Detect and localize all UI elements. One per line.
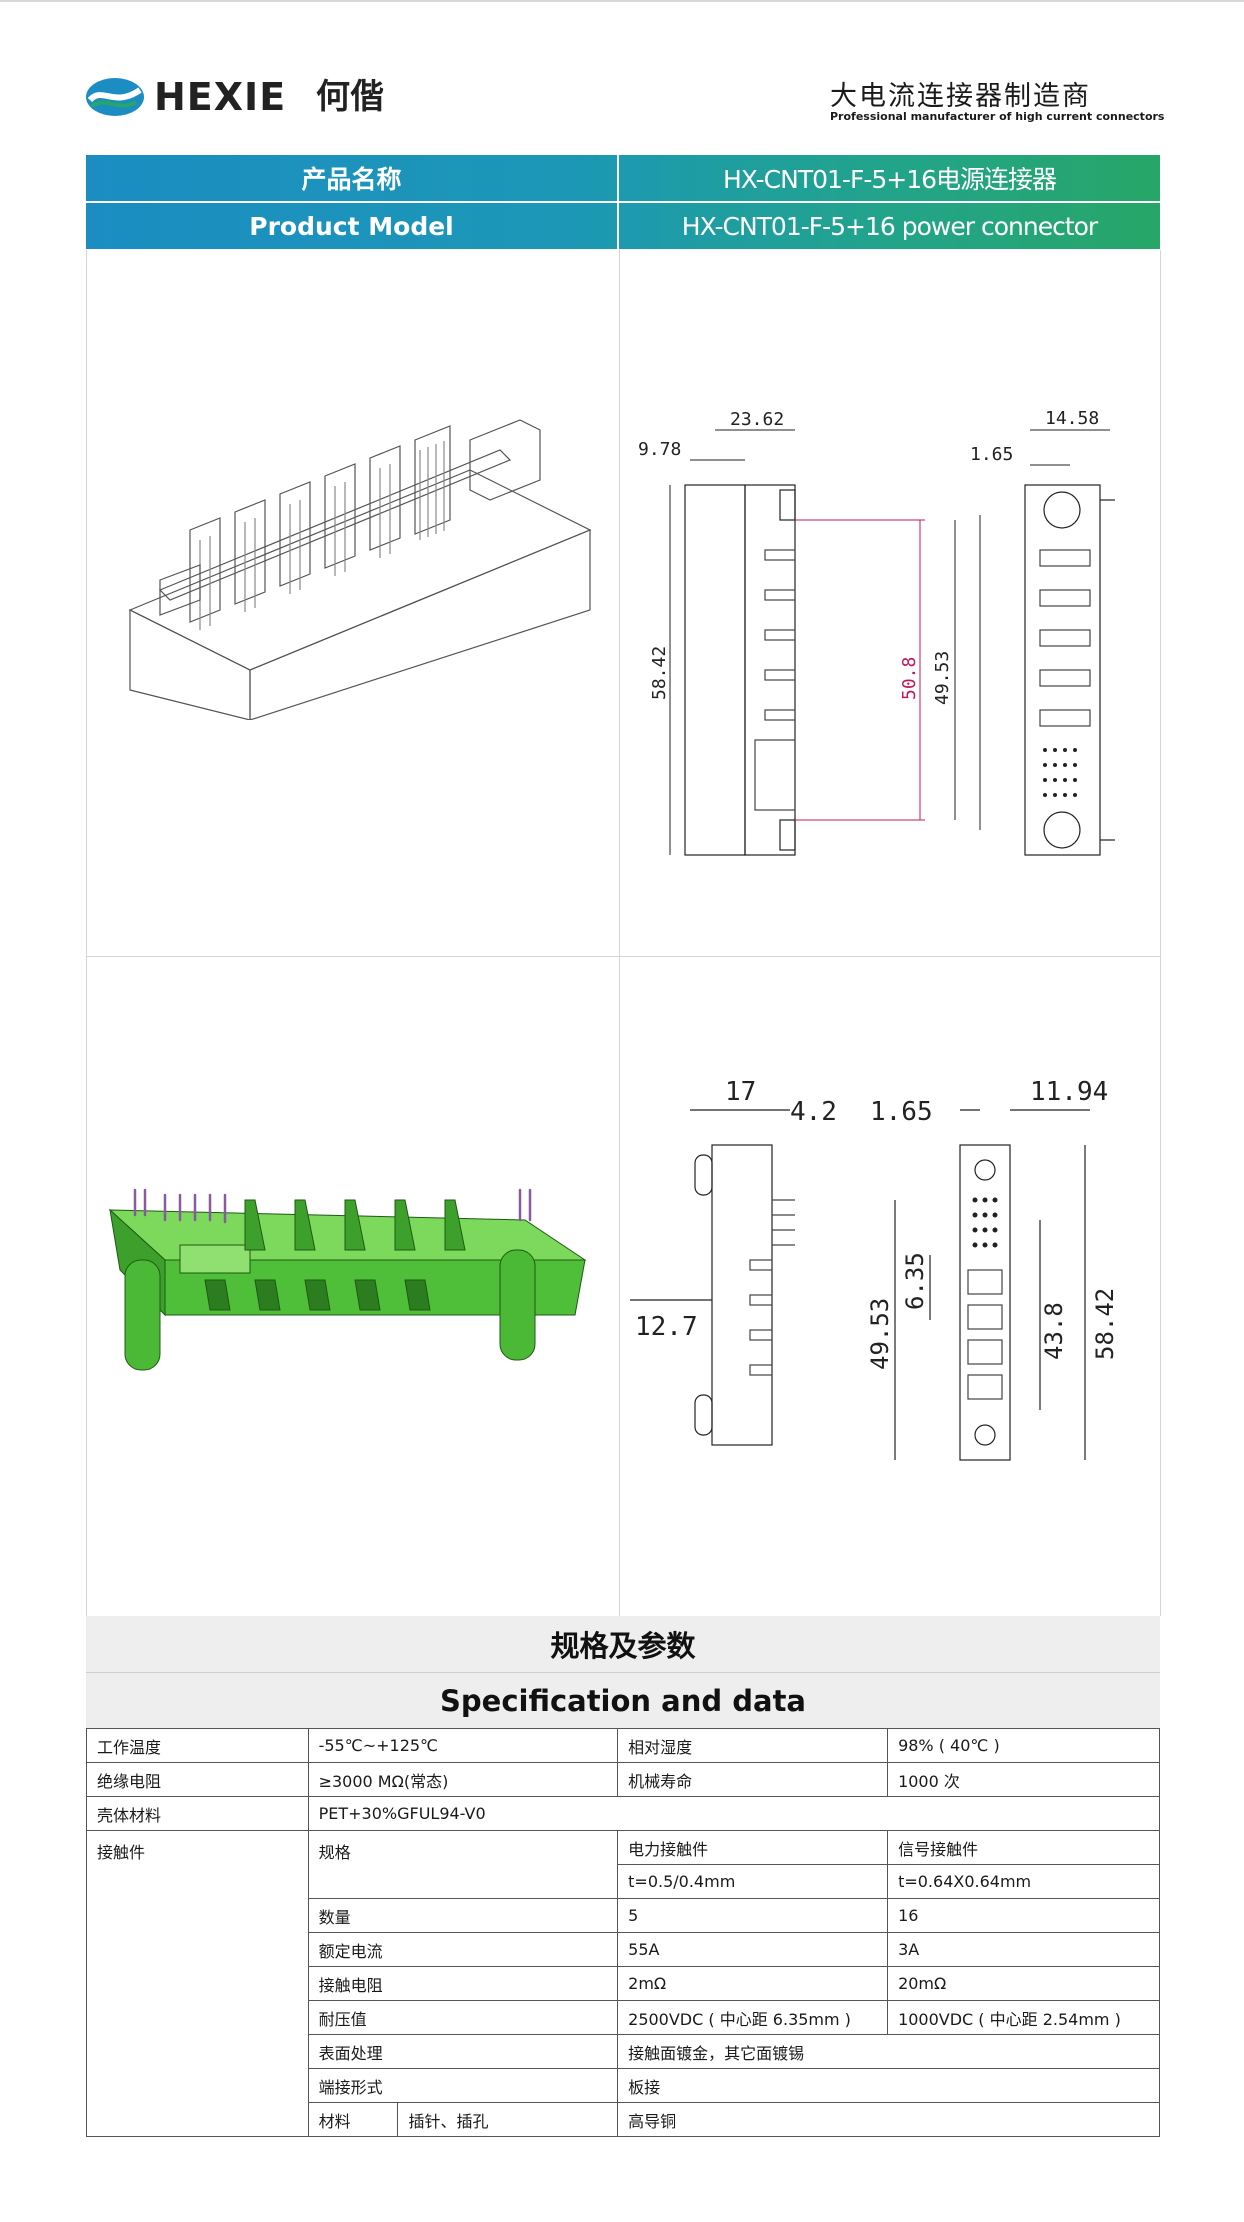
dim-2-h: 43.8	[1040, 1302, 1068, 1360]
brand-name: HEXIE	[154, 75, 287, 119]
surface-value: 接触面镀金，其它面镀锡	[617, 2034, 1160, 2069]
current-label: 额定电流	[307, 1932, 619, 1967]
dim-1-f: 50.8	[899, 657, 920, 700]
table-row: 工作温度 -55℃~+125℃ 相对湿度 98% ( 40℃ )	[86, 1728, 1160, 1763]
table-row: 材料 插针、插孔 高导铜	[87, 2102, 1160, 2137]
dim-2-e: 12.7	[635, 1312, 698, 1342]
spec-table: 工作温度 -55℃~+125℃ 相对湿度 98% ( 40℃ ) 绝缘电阻 ≥3…	[86, 1728, 1161, 2137]
dim-1-b: 23.62	[730, 409, 784, 430]
tagline-en: Professional manufacturer of high curren…	[830, 110, 1165, 123]
dim-2-c: 1.65	[870, 1097, 933, 1127]
dim-1-g: 49.53	[932, 651, 953, 705]
resistance-signal: 20mΩ	[887, 1966, 1160, 2001]
table-row: 表面处理 接触面镀金，其它面镀锡	[87, 2034, 1160, 2069]
material-sub: 插针、插孔	[397, 2102, 619, 2137]
table-row: t=0.5/0.4mm t=0.64X0.64mm	[87, 1864, 1160, 1899]
current-power: 55A	[617, 1932, 889, 1967]
spec-title-cn: 规格及参数	[86, 1616, 1160, 1672]
dim-1-a: 9.78	[638, 439, 681, 460]
top-divider	[0, 0, 1244, 2]
model-label-cn: 产品名称	[86, 155, 619, 201]
table-row: 绝缘电阻 ≥3000 MΩ(常态) 机械寿命 1000 次	[86, 1762, 1160, 1797]
dim-2-g: 49.53	[866, 1298, 894, 1370]
voltage-power: 2500VDC ( 中心距 6.35mm )	[617, 2000, 889, 2035]
dim-1-c: 14.58	[1045, 408, 1099, 429]
surface-label: 表面处理	[307, 2034, 619, 2069]
spec-title-en: Specification and data	[86, 1673, 1160, 1729]
table-row: 数量 5 16	[87, 1898, 1160, 1933]
insulation-value: ≥3000 MΩ(常态)	[307, 1762, 619, 1797]
technical-drawing-2: 17 4.2 1.65 11.94 12.7 6.35 49.53 43.8 5…	[630, 1077, 1119, 1461]
termination-label: 端接形式	[307, 2068, 619, 2103]
resistance-power: 2mΩ	[617, 1966, 889, 2001]
temp-label: 工作温度	[86, 1728, 309, 1763]
table-row: 壳体材料 PET+30%GFUL94-V0	[86, 1796, 1161, 1831]
resistance-label: 接触电阻	[307, 1966, 619, 2001]
model-label-en: Product Model	[86, 203, 619, 249]
qty-label: 数量	[307, 1898, 619, 1933]
insulation-label: 绝缘电阻	[86, 1762, 309, 1797]
hexie-logo-icon	[86, 78, 144, 116]
model-row-cn: 产品名称 HX-CNT01-F-5+16电源连接器	[86, 155, 1160, 201]
material-value: 高导铜	[617, 2102, 1160, 2137]
table-row: 额定电流 55A 3A	[87, 1932, 1160, 1967]
voltage-signal: 1000VDC ( 中心距 2.54mm )	[887, 2000, 1160, 2035]
humidity-value: 98% ( 40℃ )	[887, 1728, 1160, 1763]
signal-thickness: t=0.64X0.64mm	[887, 1864, 1160, 1899]
dim-2-b: 4.2	[790, 1097, 837, 1127]
table-row: 接触电阻 2mΩ 20mΩ	[87, 1966, 1160, 2001]
contact-label: 接触件	[86, 1830, 309, 2137]
termination-value: 板接	[617, 2068, 1160, 2103]
life-value: 1000 次	[887, 1762, 1160, 1797]
voltage-label: 耐压值	[307, 2000, 619, 2035]
brand-name-cn: 何偕	[316, 77, 384, 117]
signal-contact-header: 信号接触件	[887, 1830, 1160, 1865]
housing-value: PET+30%GFUL94-V0	[307, 1796, 1161, 1831]
humidity-label: 相对湿度	[617, 1728, 889, 1763]
temp-value: -55℃~+125℃	[307, 1728, 619, 1763]
dim-2-f: 6.35	[901, 1252, 929, 1310]
dim-1-d: 1.65	[970, 444, 1013, 465]
power-contact-header: 电力接触件	[617, 1830, 889, 1865]
dim-2-a: 17	[725, 1077, 756, 1107]
spec-label: 规格	[307, 1830, 619, 1899]
table-row: 接触件 规格 电力接触件 信号接触件	[86, 1830, 1160, 2137]
grid-right	[1160, 250, 1161, 1616]
grid-middle	[619, 250, 620, 1616]
qty-power: 5	[617, 1898, 889, 1933]
life-label: 机械寿命	[617, 1762, 889, 1797]
connector-3d-gray-image	[128, 419, 592, 720]
brand-logo: HEXIE 何偕	[84, 72, 384, 122]
connector-3d-green-image	[108, 1188, 587, 1371]
dim-2-d: 11.94	[1030, 1077, 1108, 1107]
dim-1-e: 58.42	[649, 646, 670, 700]
material-label: 材料	[307, 2102, 399, 2137]
model-value-cn: HX-CNT01-F-5+16电源连接器	[722, 165, 1057, 194]
model-row-en: Product Model HX-CNT01-F-5+16 power conn…	[86, 203, 1160, 249]
spec-title-divider	[86, 1672, 1160, 1673]
technical-drawing-1: 9.78 23.62 14.58 1.65 58.42 50.8 49.53	[638, 408, 1115, 856]
current-signal: 3A	[887, 1932, 1160, 1967]
tagline-cn: 大电流连接器制造商	[830, 81, 1091, 112]
qty-signal: 16	[887, 1898, 1160, 1933]
power-thickness: t=0.5/0.4mm	[617, 1864, 889, 1899]
table-row: 耐压值 2500VDC ( 中心距 6.35mm ) 1000VDC ( 中心距…	[87, 2000, 1160, 2035]
grid-left	[86, 250, 87, 1616]
grid-divider	[86, 956, 1160, 957]
housing-label: 壳体材料	[86, 1796, 309, 1831]
dim-2-i: 58.42	[1091, 1288, 1119, 1360]
model-value-en: HX-CNT01-F-5+16 power connector	[681, 211, 1098, 241]
